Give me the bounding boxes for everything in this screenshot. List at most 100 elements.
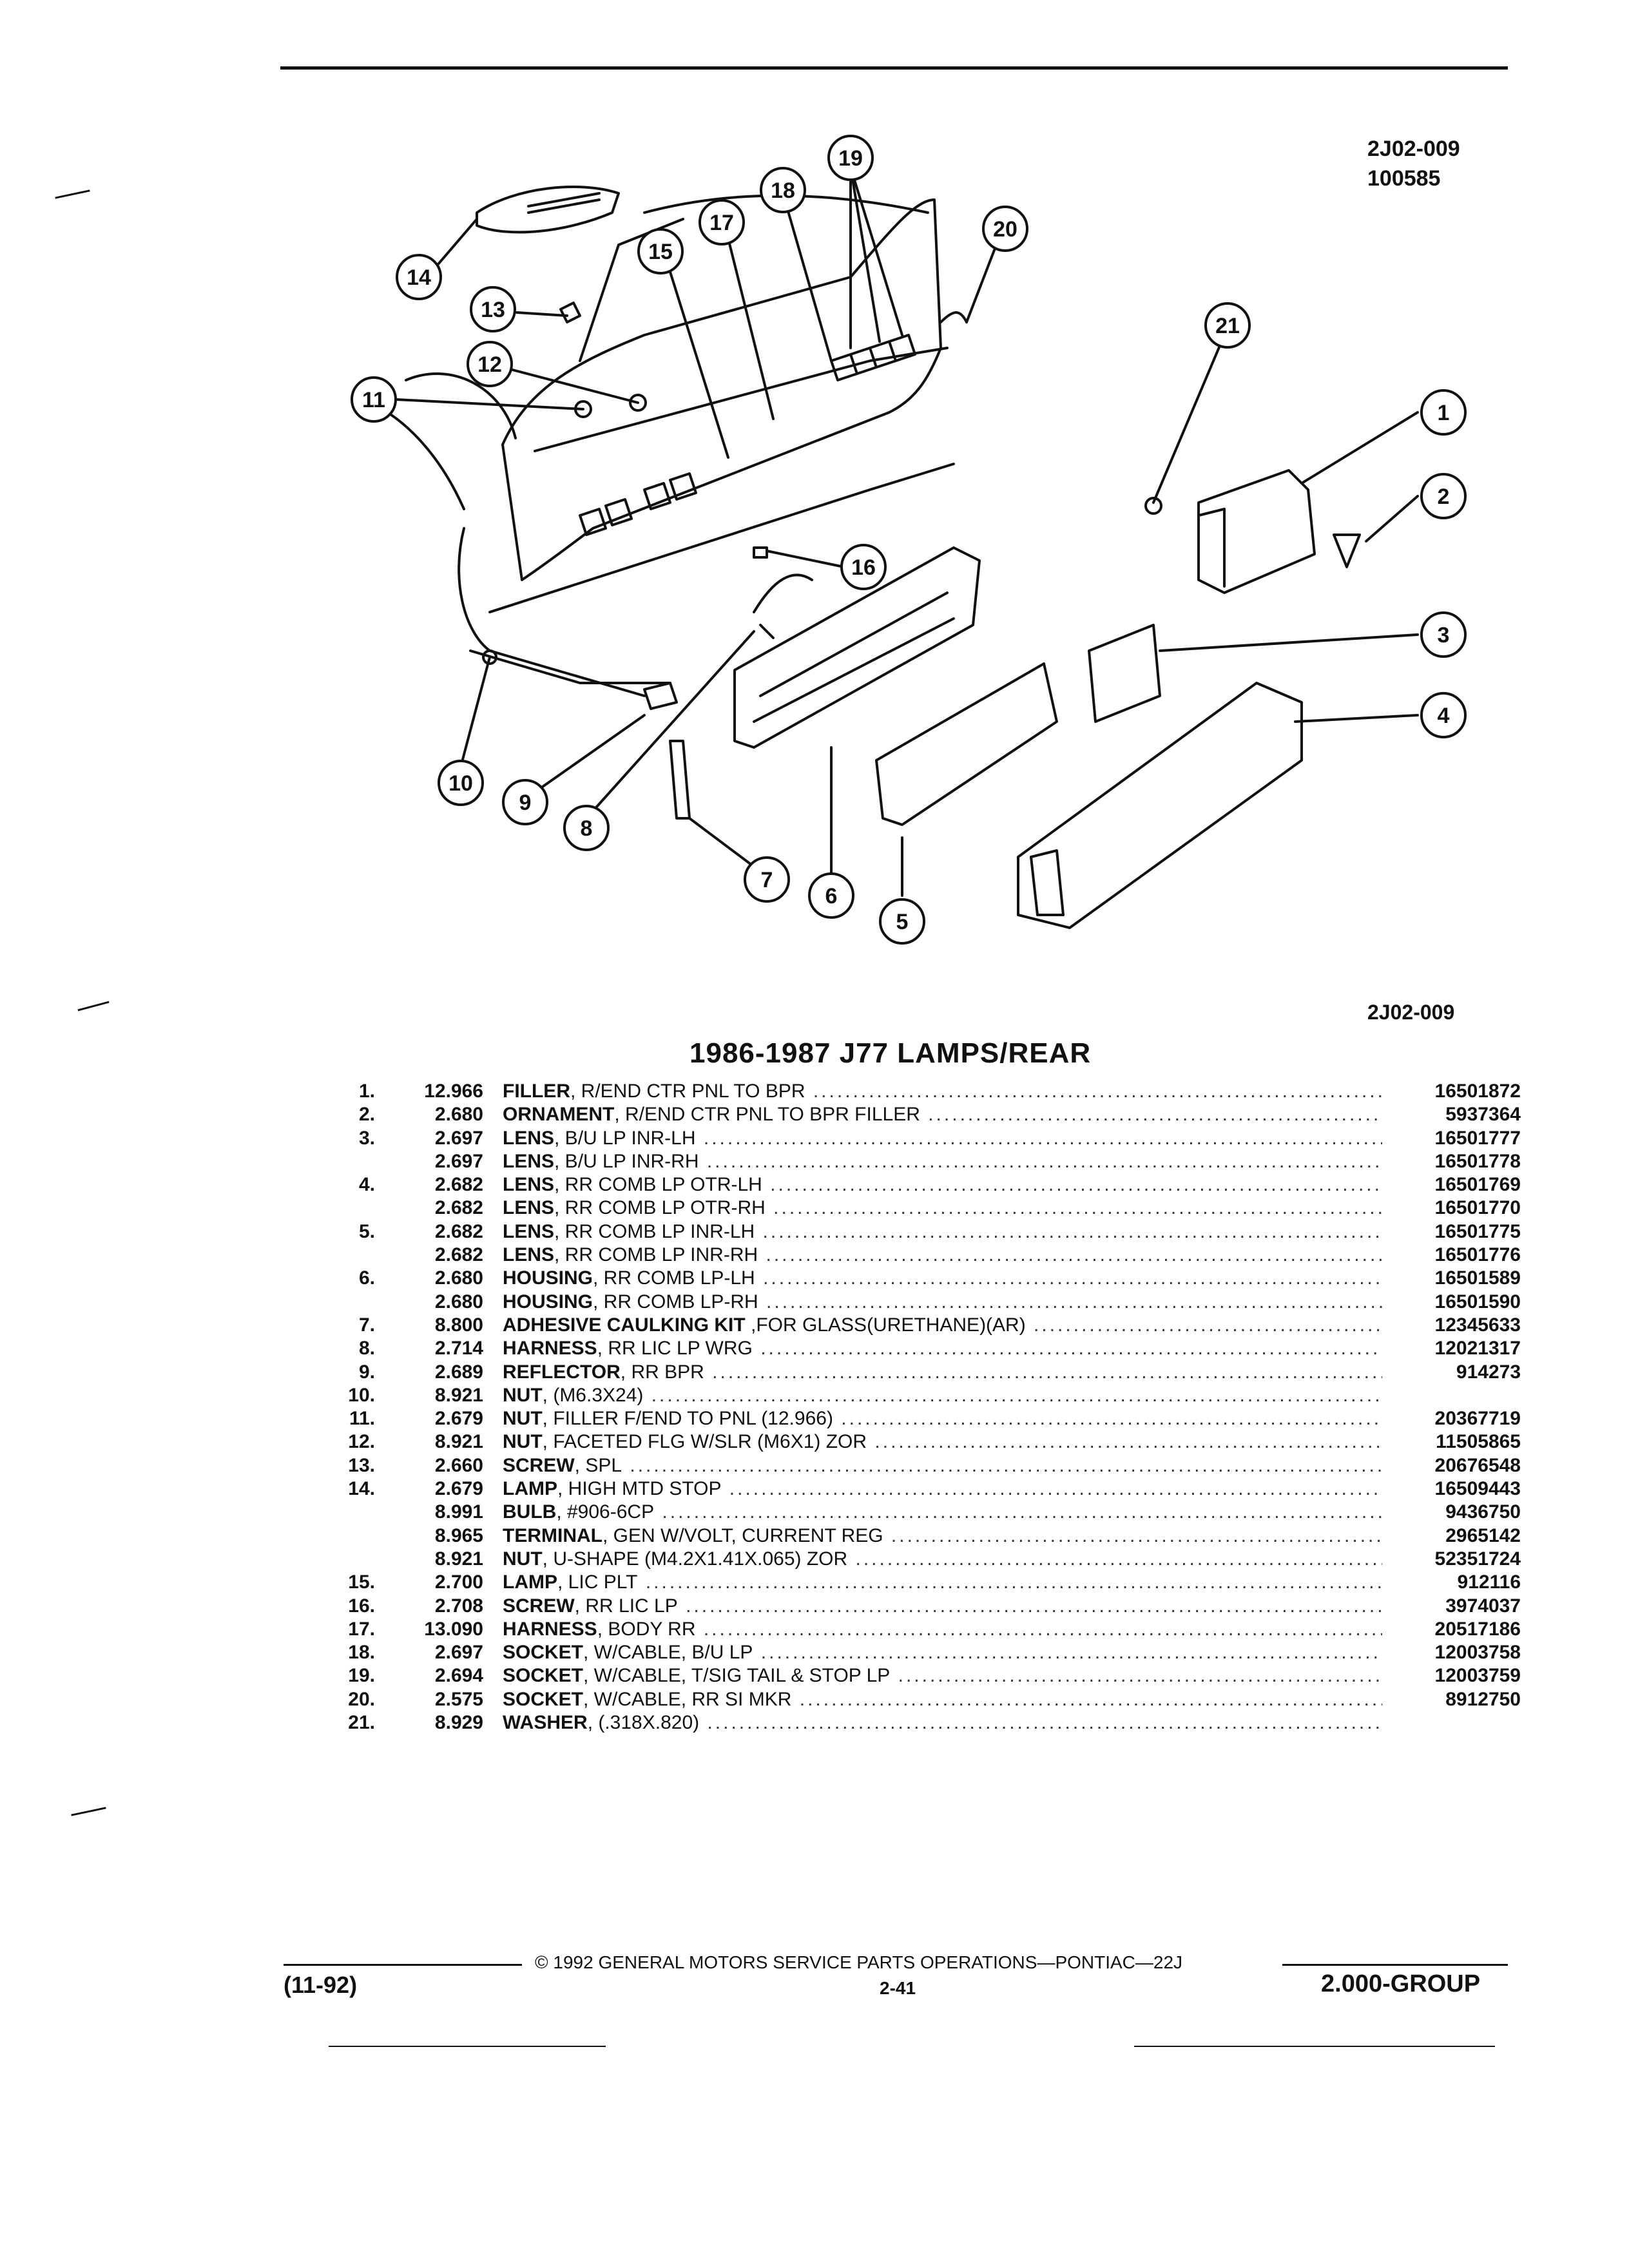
callout-label-5: 5 xyxy=(896,910,909,934)
part-qualifier: , U-SHAPE (M4.2X1.41X.065) ZOR xyxy=(542,1548,848,1570)
leader-dots: ........................................… xyxy=(928,1104,1382,1126)
part-description: ADHESIVE CAULKING KIT ,FOR GLASS(URETHAN… xyxy=(503,1314,1382,1337)
part-number: 16501590 xyxy=(1434,1291,1521,1312)
part-description: SOCKET, W/CABLE, B/U LP ................… xyxy=(503,1641,1382,1664)
group-code: 2.680 xyxy=(434,1104,483,1126)
callout-20 xyxy=(982,206,1028,252)
quarter-panel xyxy=(458,527,646,697)
leader-dots: ........................................… xyxy=(898,1665,1382,1687)
item-number: 2. xyxy=(358,1104,375,1126)
leader-dots: ........................................… xyxy=(686,1595,1382,1617)
part-description: LENS, B/U LP INR-LH ....................… xyxy=(503,1127,1382,1150)
item-number: 7. xyxy=(358,1314,375,1336)
part-description: SOCKET, W/CABLE, RR SI MKR .............… xyxy=(503,1688,1382,1711)
group-code: 2.714 xyxy=(434,1338,483,1360)
callout-10 xyxy=(438,760,484,806)
part-number: 16501769 xyxy=(1434,1174,1521,1196)
part-name: SOCKET xyxy=(503,1665,584,1687)
part-number: 12003759 xyxy=(1434,1665,1521,1687)
group-code: 8.929 xyxy=(434,1712,483,1734)
part-name: HARNESS xyxy=(503,1618,597,1640)
leader-dots: ........................................… xyxy=(729,1478,1382,1500)
callout-label-7: 7 xyxy=(761,868,773,892)
part-number: 16501777 xyxy=(1434,1127,1521,1149)
part-number: 16509443 xyxy=(1434,1478,1521,1500)
group-code: 2.700 xyxy=(434,1571,483,1593)
group-code: 2.679 xyxy=(434,1408,483,1430)
part-name: ADHESIVE CAULKING KIT xyxy=(503,1314,746,1336)
callout-label-9: 9 xyxy=(519,791,532,815)
callout-21 xyxy=(1204,302,1251,349)
group-code: 2.660 xyxy=(434,1454,483,1476)
callout-15 xyxy=(637,228,684,274)
part-qualifier: ,FOR GLASS(URETHANE)(AR) xyxy=(745,1314,1026,1336)
part-number: 12345633 xyxy=(1434,1314,1521,1336)
part-qualifier: , RR COMB LP-RH xyxy=(593,1291,758,1312)
part-description: BULB, #906-6CP .........................… xyxy=(503,1501,1382,1524)
item-number: 5. xyxy=(358,1220,375,1242)
callout-3 xyxy=(1420,611,1467,658)
part-lens-bu xyxy=(1088,624,1161,723)
part-number: 20367719 xyxy=(1434,1408,1521,1430)
callout-label-12: 12 xyxy=(477,352,502,377)
item-number: 9. xyxy=(358,1361,375,1383)
leader-dots: ........................................… xyxy=(703,1618,1382,1640)
callout-label-20: 20 xyxy=(993,217,1017,242)
item-number: 10. xyxy=(348,1384,375,1406)
group-code: 2.680 xyxy=(434,1291,483,1312)
item-number: 19. xyxy=(348,1665,375,1687)
footer-rule-left xyxy=(284,1964,522,1966)
part-name: SCREW xyxy=(503,1595,575,1617)
leader-dots: ........................................… xyxy=(874,1431,1382,1453)
leader-dots: ........................................… xyxy=(707,1712,1382,1734)
copyright-line: © 1992 GENERAL MOTORS SERVICE PARTS OPER… xyxy=(535,1952,1183,1972)
group-code: 2.689 xyxy=(434,1361,483,1383)
leader-dots: ........................................… xyxy=(760,1642,1382,1664)
part-name: LENS xyxy=(503,1150,555,1172)
margin-mark xyxy=(77,1001,110,1012)
callout-label-8: 8 xyxy=(581,816,593,841)
leader-dots: ........................................… xyxy=(855,1548,1382,1570)
part-qualifier: , W/CABLE, T/SIG TAIL & STOP LP xyxy=(583,1665,891,1687)
part-name: SOCKET xyxy=(503,1688,584,1710)
part-name: NUT xyxy=(503,1384,543,1406)
callout-label-21: 21 xyxy=(1215,314,1240,338)
callout-13 xyxy=(470,286,516,332)
part-qualifier: , SPL xyxy=(574,1454,622,1476)
part-name: LENS xyxy=(503,1244,555,1266)
figure-id: 2J02-009 xyxy=(1367,137,1460,161)
group-code: 2.575 xyxy=(434,1688,483,1710)
item-number: 16. xyxy=(348,1595,375,1617)
part-filler xyxy=(1197,469,1316,594)
part-description: WASHER, (.318X.820) ....................… xyxy=(503,1711,1382,1735)
exploded-parts-diagram: 1 2 3 4 5 6 7 8 9 10 11 12 13 14 15 16 1… xyxy=(351,135,1467,945)
part-qualifier: , HIGH MTD STOP xyxy=(557,1478,722,1500)
part-qualifier: , B/U LP INR-LH xyxy=(554,1127,696,1149)
callout-label-6: 6 xyxy=(825,884,838,908)
leader-dots: ........................................… xyxy=(703,1127,1382,1149)
part-description: ORNAMENT, R/END CTR PNL TO BPR FILLER ..… xyxy=(503,1103,1382,1126)
part-number: 12021317 xyxy=(1434,1338,1521,1360)
part-description: SOCKET, W/CABLE, T/SIG TAIL & STOP LP ..… xyxy=(503,1664,1382,1687)
part-name: LENS xyxy=(503,1174,555,1196)
part-description: HOUSING, RR COMB LP-LH .................… xyxy=(503,1267,1382,1290)
part-description: LENS, B/U LP INR-RH ....................… xyxy=(503,1150,1382,1173)
part-name: LENS xyxy=(503,1220,555,1242)
part-name: HOUSING xyxy=(503,1267,593,1289)
group-code: 2.682 xyxy=(434,1220,483,1242)
part-harness xyxy=(753,573,813,639)
part-qualifier: , RR LIC LP xyxy=(574,1595,678,1617)
item-number: 12. xyxy=(348,1431,375,1453)
